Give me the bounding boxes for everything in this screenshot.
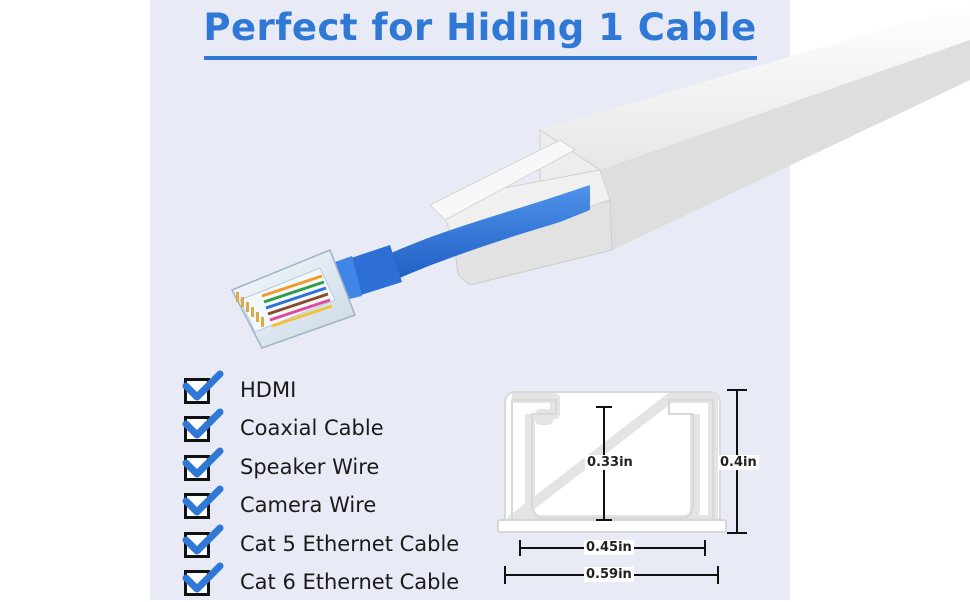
checkmark-icon xyxy=(182,485,224,516)
checkmark-icon xyxy=(182,562,224,593)
list-item-label: HDMI xyxy=(240,378,297,402)
list-item: Cat 5 Ethernet Cable xyxy=(180,524,500,564)
rj45-plug xyxy=(230,249,356,349)
list-item: Speaker Wire xyxy=(180,447,500,487)
title-underline xyxy=(204,56,757,60)
list-item-label: Cat 5 Ethernet Cable xyxy=(240,532,460,556)
dimension-inner-width: 0.45in xyxy=(584,540,634,555)
list-item: Camera Wire xyxy=(180,485,500,525)
checkmark-icon xyxy=(182,447,224,478)
list-item-label: Coaxial Cable xyxy=(240,416,384,440)
list-item: Cat 6 Ethernet Cable xyxy=(180,562,500,602)
list-item: HDMI xyxy=(180,370,500,410)
dimension-outer-height: 0.4in xyxy=(718,455,759,470)
dimension-outer-width: 0.59in xyxy=(584,567,634,582)
list-item-label: Speaker Wire xyxy=(240,455,380,479)
list-item-label: Cat 6 Ethernet Cable xyxy=(240,570,460,594)
list-item: Coaxial Cable xyxy=(180,408,500,448)
checkmark-icon xyxy=(182,524,224,555)
list-item-label: Camera Wire xyxy=(240,493,377,517)
dimension-inner-height: 0.33in xyxy=(585,455,635,470)
page-title: Perfect for Hiding 1 Cable xyxy=(203,6,757,49)
raceway-channel xyxy=(429,4,970,286)
checkmark-icon xyxy=(182,408,224,439)
checkmark-icon xyxy=(182,370,224,401)
ethernet-cable xyxy=(330,185,590,300)
